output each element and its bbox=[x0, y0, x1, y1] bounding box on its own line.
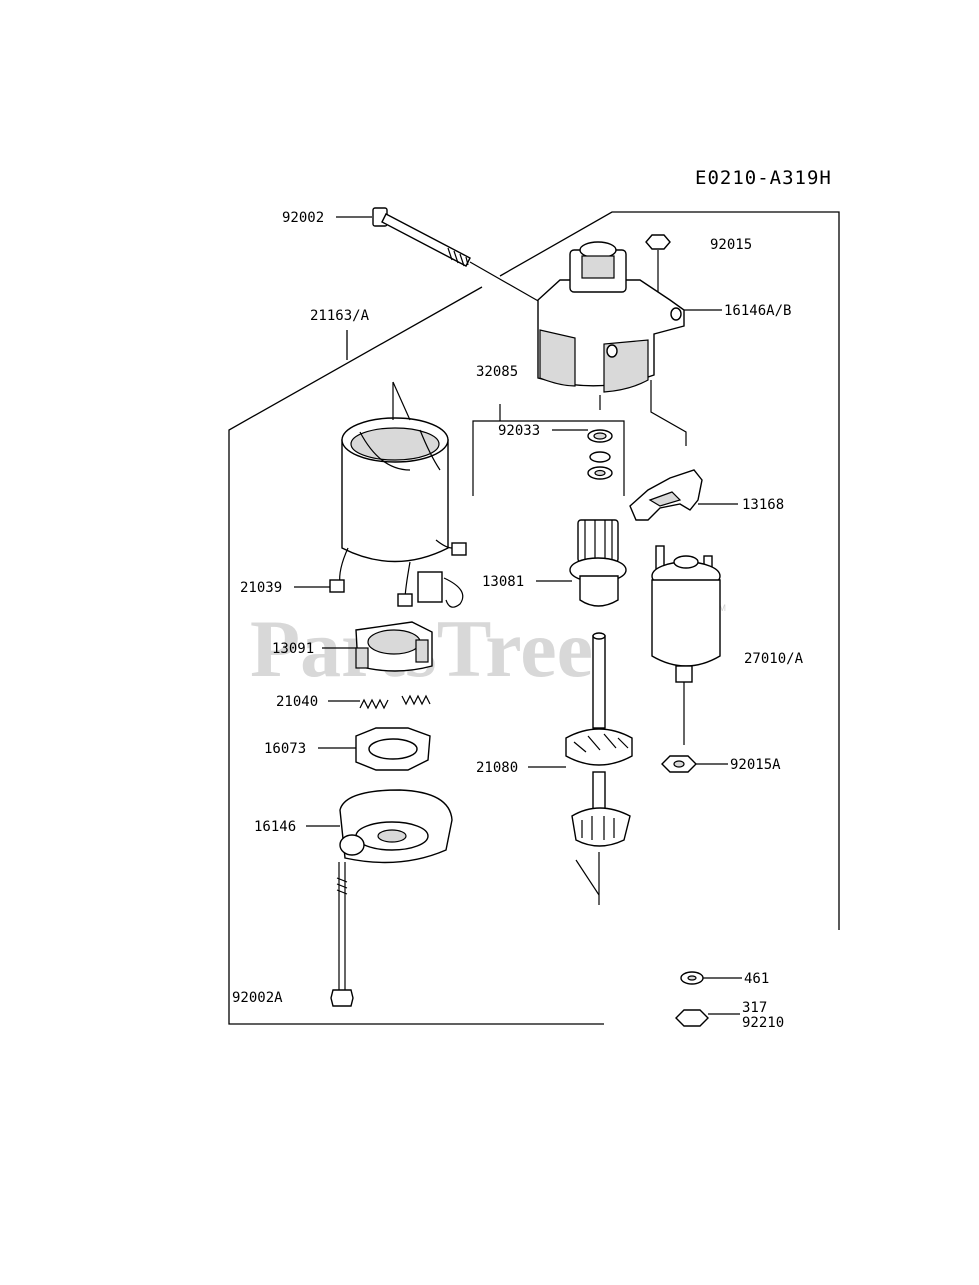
assembly-frame-left bbox=[228, 286, 604, 1025]
springs-21040[interactable] bbox=[359, 694, 431, 710]
brush-leads-21039[interactable] bbox=[329, 539, 467, 608]
label-16073[interactable]: 16073 bbox=[264, 741, 306, 757]
shift-lever-13168[interactable] bbox=[629, 469, 703, 521]
label-92002A[interactable]: 92002A bbox=[232, 990, 283, 1006]
end-cover-16146AB[interactable] bbox=[537, 241, 687, 446]
bolt-92002A[interactable] bbox=[330, 862, 354, 1007]
plate-16073[interactable] bbox=[355, 727, 431, 771]
label-92002[interactable]: 92002 bbox=[282, 210, 324, 226]
label-92033[interactable]: 92033 bbox=[498, 423, 540, 439]
label-21040[interactable]: 21040 bbox=[276, 694, 318, 710]
label-92015[interactable]: 92015 bbox=[710, 237, 752, 253]
brush-holder-13091[interactable] bbox=[355, 621, 433, 672]
assembly-frame-top bbox=[499, 211, 840, 930]
rear-cover-16146[interactable] bbox=[339, 789, 453, 864]
label-13168[interactable]: 13168 bbox=[742, 497, 784, 513]
pinion-gear-13081[interactable] bbox=[569, 519, 627, 607]
label-461[interactable]: 461 bbox=[744, 971, 769, 987]
diagram-code: E0210-A319H bbox=[695, 167, 832, 189]
label-21080[interactable]: 21080 bbox=[476, 760, 518, 776]
yoke-21163A[interactable] bbox=[341, 381, 449, 563]
collar-32085[interactable] bbox=[472, 404, 625, 496]
label-317[interactable]: 317 bbox=[742, 1000, 767, 1016]
armature-21080[interactable] bbox=[565, 632, 633, 905]
label-27010A[interactable]: 27010/A bbox=[744, 651, 804, 667]
label-16146[interactable]: 16146 bbox=[254, 819, 296, 835]
label-92210[interactable]: 92210 bbox=[742, 1015, 784, 1031]
solenoid-27010A[interactable] bbox=[651, 545, 721, 745]
leader-lines bbox=[294, 216, 742, 1015]
label-16146AB[interactable]: 16146A/B bbox=[724, 303, 791, 319]
label-92015A[interactable]: 92015A bbox=[730, 757, 781, 773]
washer-92033[interactable] bbox=[587, 451, 613, 480]
bolt-92002[interactable] bbox=[372, 207, 541, 303]
nut-317-92210[interactable] bbox=[675, 1009, 709, 1027]
label-13091[interactable]: 13091 bbox=[272, 641, 314, 657]
label-13081[interactable]: 13081 bbox=[482, 574, 524, 590]
nut-92015[interactable] bbox=[645, 234, 671, 292]
washer-461[interactable] bbox=[680, 971, 704, 985]
label-21163A[interactable]: 21163/A bbox=[310, 308, 370, 324]
nut-92015A[interactable] bbox=[661, 755, 697, 773]
label-21039[interactable]: 21039 bbox=[240, 580, 282, 596]
label-32085[interactable]: 32085 bbox=[476, 364, 518, 380]
